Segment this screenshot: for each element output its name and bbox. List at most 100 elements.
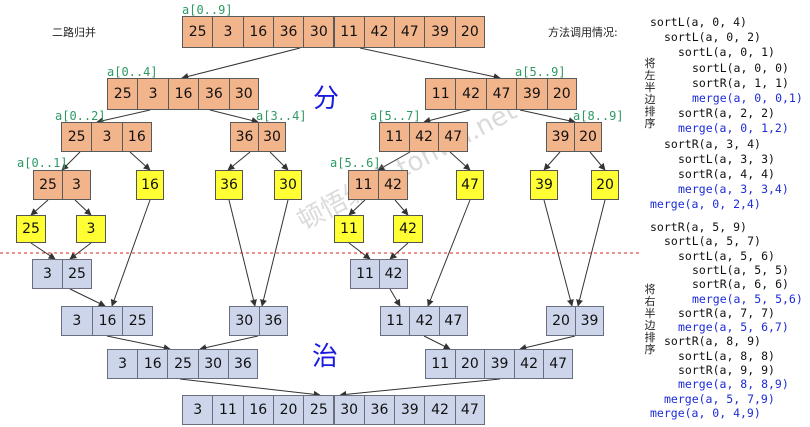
array-cell: 3 bbox=[62, 170, 91, 200]
array-cell: 11 bbox=[348, 170, 379, 200]
merge-call: merge(a, 5, 7,9) bbox=[664, 391, 775, 406]
array-cell: 36 bbox=[198, 78, 230, 110]
merge-call: merge(a, 0, 2,4) bbox=[650, 197, 761, 212]
array-cell: 30 bbox=[228, 78, 259, 110]
array-cell: 3 bbox=[137, 78, 169, 110]
array-cell: 42 bbox=[379, 259, 408, 289]
array-cell: 36 bbox=[215, 170, 243, 200]
range-label: a[5..9] bbox=[515, 65, 566, 79]
arrow bbox=[348, 199, 366, 216]
array-cell: 25 bbox=[16, 215, 46, 243]
array-cell: 3 bbox=[32, 259, 63, 289]
right-half-note: 将右半边排序 bbox=[644, 283, 656, 356]
range-label: a[0..2] bbox=[55, 109, 106, 123]
merge-call: merge(a, 5, 6,7) bbox=[678, 320, 789, 335]
array-cell: 11 bbox=[350, 259, 380, 289]
arrow bbox=[423, 335, 451, 350]
array-cell: 42 bbox=[424, 395, 456, 425]
range-label: a[0..9] bbox=[182, 3, 233, 17]
array-cell: 20 bbox=[574, 122, 602, 152]
arrow bbox=[427, 199, 471, 307]
sort-call: sortL(a, 8, 8) bbox=[678, 348, 775, 363]
sort-call: sortL(a, 5, 5) bbox=[692, 262, 789, 277]
merge-call: merge(a, 0, 0,1) bbox=[692, 91, 803, 105]
range-label: a[5..7] bbox=[370, 109, 421, 123]
array-cell: 42 bbox=[378, 170, 408, 200]
arrow bbox=[61, 151, 81, 171]
arrow bbox=[96, 109, 151, 125]
array-cell: 3 bbox=[61, 306, 93, 336]
array-cell: 25 bbox=[61, 122, 93, 152]
array-cell: 47 bbox=[456, 170, 484, 200]
sort-call: sortL(a, 0, 0) bbox=[692, 60, 789, 75]
arrow bbox=[69, 242, 92, 260]
arrow bbox=[543, 151, 561, 171]
array-cell: 36 bbox=[258, 306, 288, 336]
array-cell: 20 bbox=[454, 349, 486, 379]
arrow bbox=[181, 47, 301, 80]
arrow bbox=[269, 151, 289, 171]
array-cell: 39 bbox=[484, 349, 515, 379]
sort-call: sortL(a, 0, 1) bbox=[678, 45, 775, 60]
sort-call: sortR(a, 7, 7) bbox=[678, 305, 775, 320]
arrow bbox=[449, 151, 471, 171]
array-cell: 42 bbox=[455, 78, 487, 110]
arrow bbox=[129, 151, 151, 171]
sort-call: sortR(a, 9, 9) bbox=[678, 363, 775, 377]
array-cell: 25 bbox=[303, 395, 335, 425]
array-cell: 39 bbox=[575, 306, 604, 336]
array-cell: 39 bbox=[424, 16, 456, 48]
arrow bbox=[389, 242, 409, 260]
sort-call: sortR(a, 6, 6) bbox=[692, 277, 789, 292]
sort-call: sortL(a, 5, 7) bbox=[664, 234, 761, 249]
arrow bbox=[260, 199, 289, 307]
array-cell: 47 bbox=[394, 16, 426, 48]
array-cell: 25 bbox=[182, 16, 214, 48]
arrow bbox=[359, 47, 501, 81]
array-cell: 20 bbox=[272, 395, 305, 425]
arrow bbox=[394, 199, 409, 216]
sort-call: sortR(a, 8, 9) bbox=[664, 334, 761, 349]
range-label: a[0..4] bbox=[107, 65, 158, 79]
array-cell: 16 bbox=[242, 395, 274, 425]
array-cell: 39 bbox=[530, 170, 558, 200]
array-cell: 30 bbox=[274, 170, 302, 200]
array-cell: 47 bbox=[454, 395, 485, 425]
array-cell: 47 bbox=[485, 78, 518, 110]
array-cell: 47 bbox=[438, 306, 468, 336]
arrow bbox=[589, 151, 606, 171]
array-cell: 16 bbox=[121, 122, 152, 152]
sort-call: sortL(a, 3, 3) bbox=[678, 151, 775, 166]
arrow bbox=[227, 151, 251, 171]
divide-char: 分 bbox=[313, 84, 340, 114]
array-cell: 36 bbox=[230, 122, 259, 152]
arrow bbox=[199, 335, 259, 352]
left-half-note: 将左半边排序 bbox=[644, 57, 656, 130]
arrow bbox=[179, 378, 321, 398]
sort-call: sortL(a, 5, 6) bbox=[678, 248, 775, 263]
array-cell: 39 bbox=[394, 395, 426, 425]
sort-call: sortR(a, 4, 4) bbox=[678, 167, 775, 181]
array-cell: 20 bbox=[546, 78, 577, 110]
merge-call: merge(a, 8, 8,9) bbox=[678, 377, 789, 392]
array-cell: 39 bbox=[546, 122, 575, 152]
array-cell: 11 bbox=[333, 16, 365, 48]
array-cell: 11 bbox=[425, 78, 457, 110]
array-cell: 30 bbox=[333, 395, 365, 425]
array-cell: 36 bbox=[272, 16, 305, 48]
range-label: a[0..1] bbox=[17, 156, 68, 170]
array-cell: 42 bbox=[513, 349, 545, 379]
right-title: 方法调用情况: bbox=[548, 26, 618, 39]
arrow bbox=[110, 199, 151, 307]
merge-call: merge(a, 0, 1,2) bbox=[678, 121, 789, 136]
array-cell: 42 bbox=[409, 306, 440, 336]
range-label: a[3..4] bbox=[256, 109, 307, 123]
array-cell: 3 bbox=[91, 122, 123, 152]
array-cell: 20 bbox=[591, 170, 619, 200]
range-label: a[5..6] bbox=[330, 156, 381, 170]
array-cell: 25 bbox=[122, 306, 153, 336]
array-cell: 30 bbox=[258, 122, 286, 152]
arrow bbox=[348, 242, 371, 260]
array-cell: 20 bbox=[454, 16, 485, 48]
